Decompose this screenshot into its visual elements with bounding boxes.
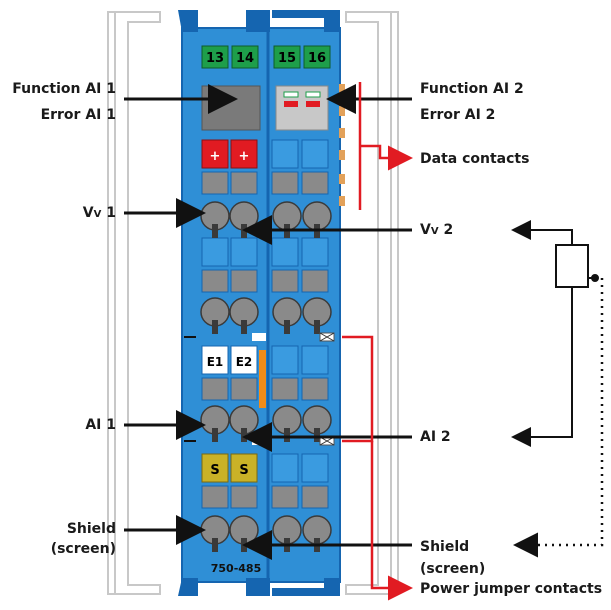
vv1-main: V	[82, 205, 94, 221]
plus-markers: + +	[201, 139, 258, 169]
label-screen-right: (screen)	[420, 561, 486, 577]
vv1-num: 1	[101, 205, 116, 221]
terminal-14: 14	[236, 51, 254, 66]
label-function-ai1: Function AI 1	[12, 81, 116, 97]
label-function-ai2: Function AI 2	[420, 81, 524, 97]
label-power-jumper-contacts: Power jumper contacts	[420, 581, 603, 597]
label-data-contacts: Data contacts	[420, 151, 530, 167]
cell-grid	[201, 139, 329, 509]
label-vv2: VV 2	[420, 221, 453, 241]
label-ai1: AI 1	[85, 417, 116, 433]
terminal-16: 16	[308, 51, 326, 66]
label-error-ai1: Error AI 1	[40, 107, 116, 123]
s-labels: S S	[201, 453, 258, 483]
label-error-ai2: Error AI 2	[420, 107, 496, 123]
terminal-15: 15	[278, 51, 296, 66]
sensor-schematic	[511, 220, 604, 558]
label-shield-left: Shield	[66, 521, 116, 537]
vv2-sub: V	[430, 226, 439, 237]
plus-right: +	[239, 149, 250, 164]
e2-label: E2	[236, 355, 253, 369]
e1-label: E1	[207, 355, 224, 369]
s-right-label: S	[239, 463, 248, 478]
right-arrows	[242, 84, 412, 560]
terminal-labels: 13 14 15 16	[201, 45, 331, 69]
s-left-label: S	[210, 463, 219, 478]
label-shield-right: Shield	[420, 539, 470, 555]
vv2-num: 2	[438, 222, 454, 238]
terminal-13: 13	[206, 51, 224, 66]
left-arrows	[124, 84, 238, 545]
label-vv1: VV 1	[0, 204, 116, 224]
data-contacts-bracket	[358, 82, 413, 210]
label-screen-left: (screen)	[50, 541, 116, 557]
power-jumper-bracket	[342, 335, 413, 601]
label-ai2: AI 2	[420, 429, 451, 445]
rail-outline	[107, 11, 399, 595]
vv1-sub: V	[93, 209, 102, 220]
orange-indicator	[259, 350, 266, 408]
plus-left: +	[210, 149, 221, 164]
vv2-main: V	[420, 222, 431, 238]
e-labels: E1 E2	[201, 345, 258, 375]
model-number: 750-485	[211, 562, 262, 575]
